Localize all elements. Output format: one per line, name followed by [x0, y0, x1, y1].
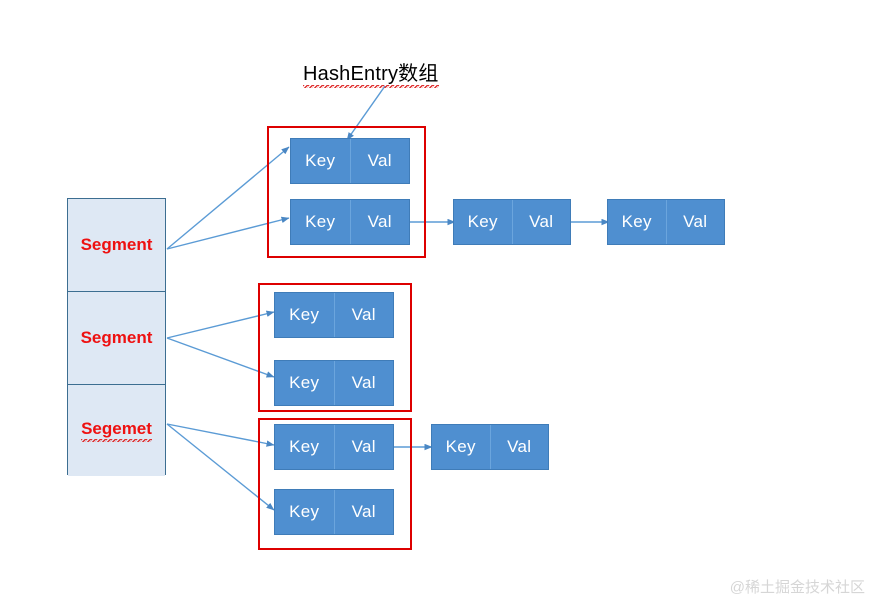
bucket-array-group-2	[258, 283, 412, 412]
entry-val-label: Val	[683, 212, 708, 231]
segment-column: Segment Segment Segemet	[67, 198, 166, 476]
entry-val-label: Val	[351, 502, 376, 521]
entry-key-label: Key	[291, 139, 351, 183]
entry-node-g2-e1[interactable]: Key Val	[274, 292, 394, 338]
entry-key-label: Key	[275, 361, 335, 405]
page-title-text: HashEntry数组	[303, 63, 439, 90]
segment-label-2: Segment	[80, 328, 153, 347]
entry-val-label: Val	[367, 212, 392, 231]
entry-node-g2-e2[interactable]: Key Val	[274, 360, 394, 406]
segment-cell-3[interactable]: Segemet	[68, 384, 165, 476]
entry-val-label: Val	[367, 151, 392, 170]
entry-node-g3-e1-chain1[interactable]: Key Val	[431, 424, 549, 470]
segment-cell-2[interactable]: Segment	[68, 291, 165, 384]
entry-val-label: Val	[351, 437, 376, 456]
bucket-array-group-3	[258, 418, 412, 550]
entry-node-g1-e2-chain2[interactable]: Key Val	[607, 199, 725, 245]
entry-node-g3-e2[interactable]: Key Val	[274, 489, 394, 535]
watermark: @稀土掘金技术社区	[729, 579, 865, 596]
entry-val-label: Val	[507, 437, 532, 456]
entry-key-label: Key	[454, 200, 513, 244]
entry-key-label: Key	[275, 293, 335, 337]
segment-cell-1[interactable]: Segment	[68, 199, 165, 291]
entry-key-label: Key	[275, 425, 335, 469]
entry-key-label: Key	[291, 200, 351, 244]
bucket-array-group-1	[267, 126, 426, 258]
entry-node-g1-e1[interactable]: Key Val	[290, 138, 410, 184]
entry-node-g1-e2-chain1[interactable]: Key Val	[453, 199, 571, 245]
entry-node-g3-e1[interactable]: Key Val	[274, 424, 394, 470]
entry-key-label: Key	[432, 425, 491, 469]
entry-node-g1-e2[interactable]: Key Val	[290, 199, 410, 245]
entry-key-label: Key	[608, 200, 667, 244]
entry-val-label: Val	[351, 305, 376, 324]
entry-val-label: Val	[529, 212, 554, 231]
segment-label-1: Segment	[80, 235, 153, 254]
entry-key-label: Key	[275, 490, 335, 534]
segment-label-3: Segemet	[81, 419, 152, 442]
entry-val-label: Val	[351, 373, 376, 392]
page-title: HashEntry数组	[303, 57, 439, 90]
